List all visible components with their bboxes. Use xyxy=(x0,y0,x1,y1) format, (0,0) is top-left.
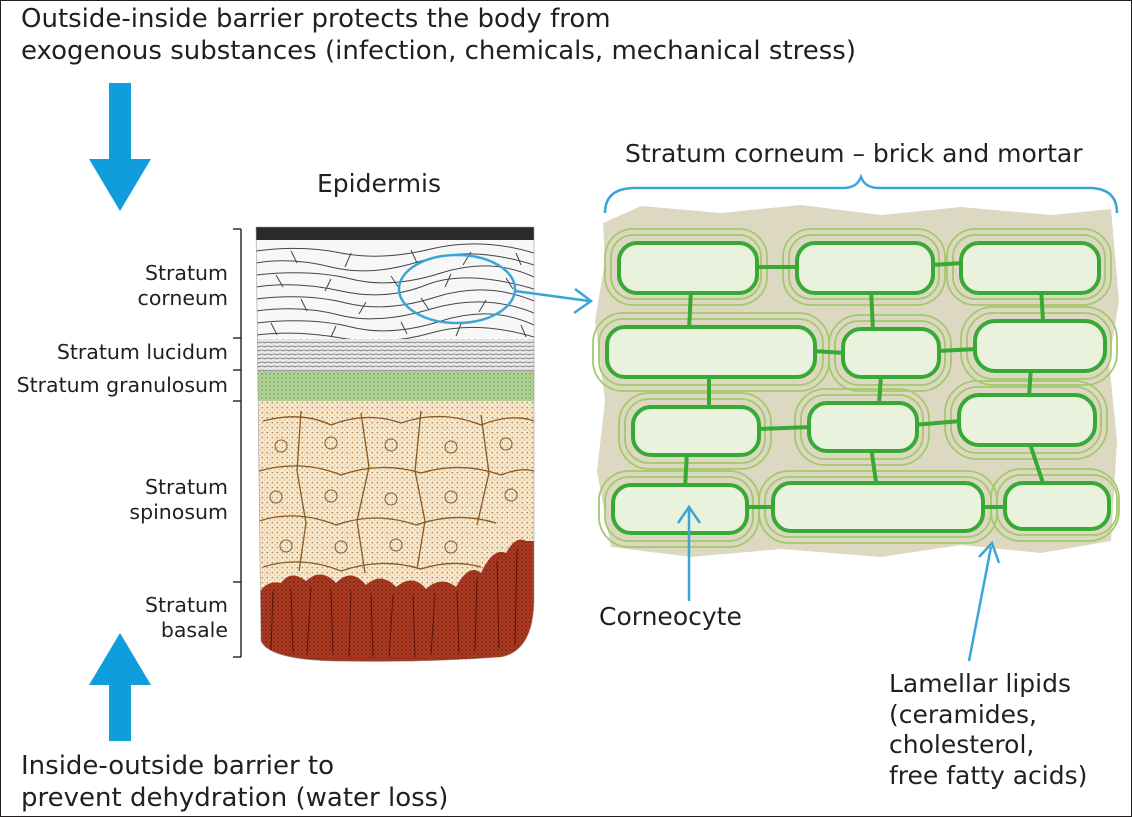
corneocyte-cell xyxy=(1003,481,1111,531)
callout-ellipse xyxy=(397,253,517,325)
callout-arrow-icon xyxy=(514,288,594,315)
layer-label-granulosum: Stratum granulosum xyxy=(16,373,228,397)
corneocyte-cell xyxy=(795,241,935,295)
top-note: Outside-inside barrier protects the body… xyxy=(21,4,856,67)
corneocyte-cell xyxy=(959,241,1101,295)
epidermis-title: Epidermis xyxy=(317,169,442,198)
brick-mortar-illustration xyxy=(592,205,1120,557)
corneocyte-cell xyxy=(957,393,1097,447)
epidermis-illustration xyxy=(256,227,534,662)
lipids-pointer-icon xyxy=(967,540,1001,662)
corneocyte-cell xyxy=(771,481,985,533)
layer-label-corneum: Stratum corneum xyxy=(137,261,228,310)
layer-bracket xyxy=(233,228,242,658)
lipids-label-line4: free fatty acids) xyxy=(889,760,1088,790)
top-note-line2: exogenous substances (infection, chemica… xyxy=(21,35,856,66)
corneocyte-cell xyxy=(631,405,761,457)
bottom-note-line2: prevent dehydration (water loss) xyxy=(21,782,449,813)
corneocyte-cell xyxy=(841,327,941,379)
bottom-note-line1: Inside-outside barrier to xyxy=(21,751,335,781)
lipids-label-line1: Lamellar lipids xyxy=(889,669,1072,698)
corneocyte-cell xyxy=(617,241,759,295)
corneocyte-cell xyxy=(611,483,749,535)
corneocyte-cell xyxy=(973,319,1107,373)
top-note-line1: Outside-inside barrier protects the body… xyxy=(21,4,611,34)
bottom-note: Inside-outside barrier to prevent dehydr… xyxy=(21,751,448,814)
layer-label-spinosum: Stratum spinosum xyxy=(129,475,228,524)
corneocyte-label: Corneocyte xyxy=(599,602,742,631)
down-arrow-icon xyxy=(89,83,151,211)
corneocyte-pointer-icon xyxy=(676,504,702,601)
stratum-corneum-title: Stratum corneum – brick and mortar xyxy=(625,139,1083,168)
lipids-label-line2: (ceramides, xyxy=(889,699,1037,729)
up-arrow-icon xyxy=(89,633,151,741)
lipids-label: Lamellar lipids (ceramides, cholesterol,… xyxy=(889,669,1087,791)
layer-label-basale: Stratum basale xyxy=(144,593,228,642)
lipids-label-line3: cholesterol, xyxy=(889,730,1035,759)
brace-icon xyxy=(603,173,1119,214)
corneocyte-cell xyxy=(605,325,817,379)
layer-label-lucidum: Stratum lucidum xyxy=(56,340,228,364)
corneocyte-cell xyxy=(807,401,919,453)
